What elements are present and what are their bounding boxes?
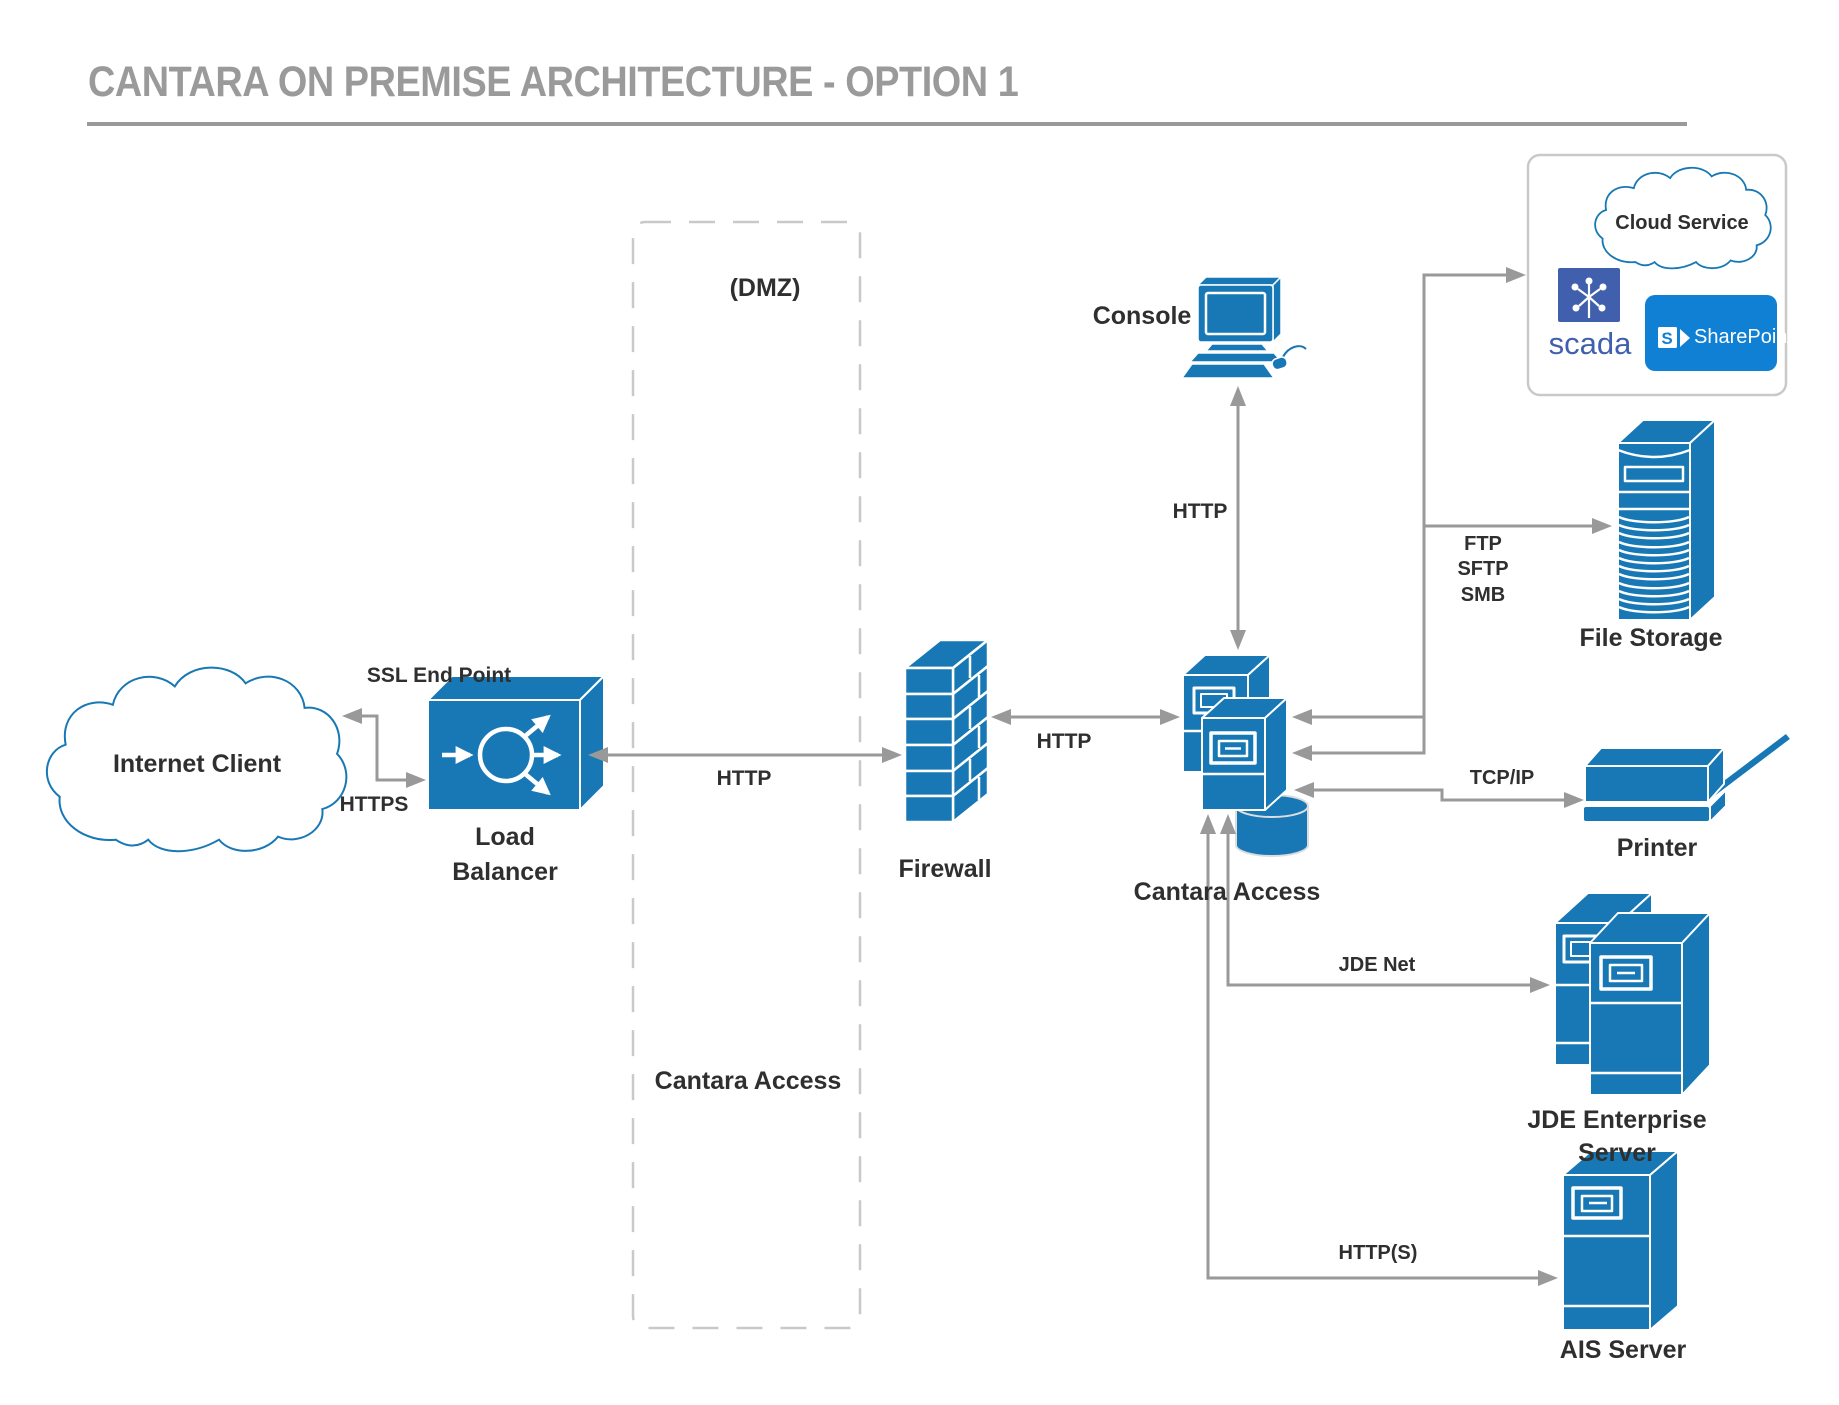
jde-net-edge-label: JDE Net: [1338, 954, 1416, 976]
dmz-label: (DMZ): [729, 274, 801, 302]
https-ais-edge-label: HTTP(S): [1338, 1242, 1418, 1264]
internet-client-cloud-icon: [47, 668, 346, 852]
cantara-access-icon: [1182, 654, 1309, 857]
console-icon: [1181, 276, 1307, 379]
cantara-access-label: Cantara Access: [1133, 878, 1321, 906]
edge-cantara-ais: [1206, 830, 1540, 1280]
file-storage-label: File Storage: [1579, 624, 1723, 652]
http-lb-firewall-label: HTTP: [716, 767, 772, 790]
https-edge-label: HTTPS: [339, 793, 409, 816]
firewall-icon: [903, 638, 990, 824]
sharepoint-logo-icon: S: [1645, 295, 1777, 371]
printer-icon: [1582, 732, 1792, 823]
load-balancer-label: Load Balancer: [452, 823, 558, 886]
dmz-zone-name-label: Cantara Access: [654, 1067, 842, 1095]
ais-server-label: AIS Server: [1559, 1336, 1687, 1364]
load-balancer-icon: [427, 675, 605, 811]
jde-enterprise-server-icon: [1554, 892, 1711, 1096]
jde-enterprise-server-label: JDE Enterprise Server: [1527, 1106, 1707, 1167]
cloud-service-cloud-icon: [1595, 168, 1771, 269]
dmz-zone-box: [631, 220, 862, 1330]
cloud-service-label: Cloud Service: [1615, 212, 1749, 234]
http-firewall-cantara-label: HTTP: [1036, 730, 1092, 753]
file-storage-icon: [1617, 419, 1716, 621]
edge-cantara-printer: [1312, 788, 1566, 802]
ssl-end-point-label: SSL End Point: [366, 664, 512, 687]
title-underline: [87, 122, 1687, 126]
arrowheads: [342, 267, 1612, 1286]
scada-label: scada: [1548, 326, 1632, 361]
page-title: CANTARA ON PREMISE ARCHITECTURE - OPTION…: [88, 58, 1019, 106]
sharepoint-s-glyph: S: [1661, 329, 1672, 348]
sharepoint-label: SharePoint: [1694, 326, 1793, 348]
internet-client-label: Internet Client: [112, 750, 282, 778]
firewall-label: Firewall: [898, 855, 992, 883]
tcpip-edge-label: TCP/IP: [1469, 767, 1535, 789]
console-label: Console: [1092, 302, 1192, 330]
ais-server-icon: [1562, 1150, 1679, 1331]
edge-cantara-jde: [1226, 830, 1532, 987]
edge-client-loadbalancer: [360, 714, 408, 782]
file-protocols-label: FTP SFTP SMB: [1457, 533, 1509, 606]
printer-label: Printer: [1616, 834, 1698, 862]
edge-cantara-cloudservice: [1310, 273, 1508, 755]
scada-logo-icon: [1558, 268, 1620, 322]
http-console-label: HTTP: [1172, 500, 1228, 523]
